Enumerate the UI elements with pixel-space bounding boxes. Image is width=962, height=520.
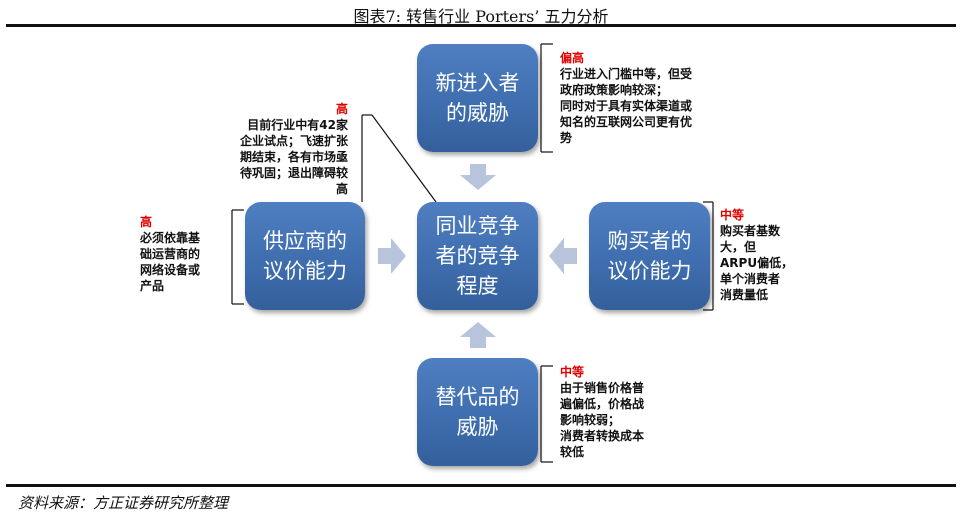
rivalry-note: 高 目前行业中有42家 企业试点；飞速扩张 期结束，各有市场亟 待巩固；退出障碍…: [196, 101, 348, 197]
box-line: 购买者的: [607, 229, 692, 253]
note-line: 势: [560, 131, 573, 145]
box-line: 供应商的: [263, 229, 347, 253]
note-line: 消费量低: [720, 288, 769, 302]
box-line: 的威胁: [446, 101, 509, 125]
supplier-power-box: 供应商的 议价能力: [245, 202, 365, 310]
box-line: 威胁: [456, 415, 499, 439]
buyer-note: 中等 购买者基数 大，但 ARPU偏低， 单个消费者 消费量低: [720, 207, 830, 303]
note-line: 政府政策影响较深；: [560, 83, 669, 97]
supplier-level: 高: [140, 215, 153, 229]
note-line: 大，但: [720, 240, 757, 254]
note-line: 产品: [140, 279, 165, 293]
box-line: 者的竞争: [435, 244, 520, 268]
arrow-left-icon: [549, 238, 577, 274]
note-line: ARPU偏低，: [720, 256, 794, 270]
source-note: 资料来源：方正证券研究所整理: [18, 494, 229, 512]
arrow-down-icon: [460, 164, 496, 190]
box-line: 替代品的: [435, 385, 520, 409]
note-line: 高: [335, 182, 348, 196]
new-entrants-note: 偏高 行业进入门槛中等，但受 政府政策影响较深； 同时对于具有实体渠道或 知名的…: [560, 50, 750, 146]
buyer-power-box: 购买者的 议价能力: [589, 202, 710, 310]
new-entrants-box: 新进入者 的威胁: [417, 44, 538, 152]
note-line: 同时对于具有实体渠道或: [560, 99, 693, 113]
note-line: 由于销售价格普: [560, 381, 645, 395]
note-line: 单个消费者: [720, 272, 781, 286]
arrow-right-icon: [378, 238, 406, 274]
rivalry-level: 高: [335, 102, 348, 116]
box-line: 议价能力: [607, 259, 692, 283]
note-line: 网络设备或: [140, 263, 201, 277]
box-line: 议价能力: [263, 259, 347, 283]
buyer-level: 中等: [720, 208, 745, 222]
industry-rivalry-box: 同业竞争 者的竞争 程度: [417, 202, 538, 310]
bottom-rule: [6, 484, 956, 487]
substitutes-level: 中等: [560, 365, 585, 379]
note-line: 目前行业中有42家: [247, 118, 348, 132]
note-line: 待巩固；退出障碍较: [239, 166, 348, 180]
note-line: 企业试点；飞速扩张: [239, 134, 348, 148]
note-line: 期结束，各有市场亟: [239, 150, 348, 164]
supplier-note: 高 必须依靠基 础运营商的 网络设备或 产品: [140, 214, 228, 294]
threat-level: 偏高: [560, 51, 585, 65]
note-line: 必须依靠基: [140, 231, 201, 245]
top-rule: [6, 24, 956, 27]
note-line: 影响较弱；: [560, 413, 621, 427]
figure-title: 图表7: 转售行业 Porters’ 五力分析: [353, 7, 609, 26]
note-line: 遍偏低，价格战: [560, 397, 645, 411]
note-line: 知名的互联网公司更有优: [560, 115, 693, 129]
box-line: 新进入者: [435, 71, 520, 95]
substitutes-note: 中等 由于销售价格普 遍偏低，价格战 影响较弱； 消费者转换成本 较低: [560, 364, 700, 460]
box-line: 程度: [456, 274, 499, 298]
note-line: 消费者转换成本: [560, 429, 645, 443]
note-line: 行业进入门槛中等，但受: [560, 67, 693, 81]
note-line: 较低: [560, 445, 585, 459]
substitutes-box: 替代品的 威胁: [417, 358, 538, 466]
note-line: 购买者基数: [720, 224, 781, 238]
note-line: 础运营商的: [140, 247, 201, 261]
box-line: 同业竞争: [435, 214, 520, 238]
arrow-up-icon: [460, 322, 496, 348]
